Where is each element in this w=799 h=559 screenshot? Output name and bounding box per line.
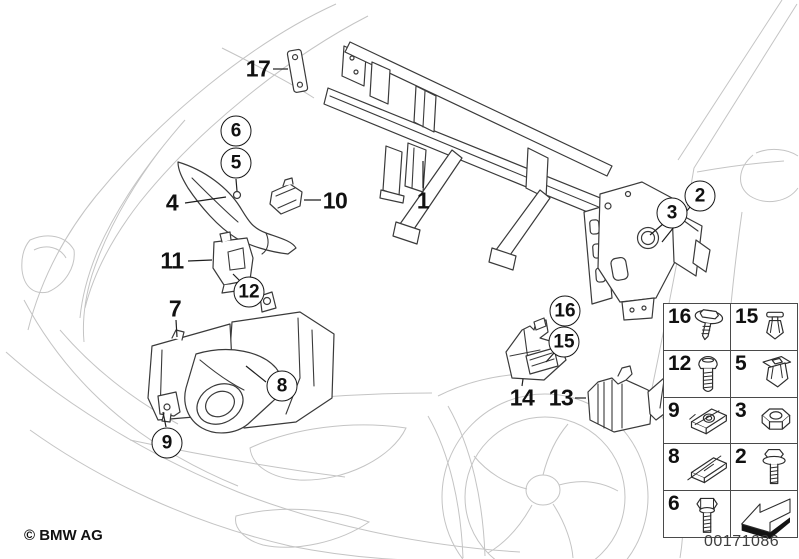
legend-part-number: 15 <box>735 305 759 328</box>
round-head-screw-icon <box>698 355 718 392</box>
expansion-rivet-large-icon <box>762 355 792 388</box>
legend-cell-2: 2 <box>731 444 798 492</box>
legend-cell-16: 16 <box>664 304 731 351</box>
legend-cell-12: 12 <box>664 350 731 398</box>
legend-cell-9: 9 <box>664 397 731 445</box>
hex-flange-bolt-icon <box>762 449 786 485</box>
callout-circle-8: 8 <box>266 370 298 402</box>
legend-part-number: 5 <box>735 351 747 375</box>
legend-part-number: 12 <box>668 351 692 375</box>
legend-cell-arrow <box>731 491 798 540</box>
callout-13: 13 <box>548 384 574 411</box>
expansion-rivet-icon <box>766 311 784 340</box>
callout-4: 4 <box>165 189 179 216</box>
callout-7: 7 <box>168 295 182 322</box>
callout-circle-15: 15 <box>548 326 580 358</box>
part-7-8-9-holder <box>147 291 335 434</box>
screw-with-washer-icon <box>694 309 724 341</box>
part-front-panel-carrier <box>323 41 711 321</box>
callout-10: 10 <box>322 187 348 214</box>
clamp-nut-icon <box>689 408 727 435</box>
callout-circle-2: 2 <box>684 180 716 212</box>
callout-1: 1 <box>416 187 430 214</box>
document-number: 00171086 <box>704 533 780 550</box>
part-4-bracket <box>177 161 297 255</box>
legend-cell-8: 8 <box>664 444 731 492</box>
legend-cell-5: 5 <box>731 350 798 398</box>
direction-arrow-icon <box>741 498 791 540</box>
legend-part-number: 6 <box>668 492 680 516</box>
part-11-bracket <box>212 231 254 294</box>
copyright-label: © BMW AG <box>24 527 103 544</box>
fastener-legend-table: 16 15 12 <box>663 303 798 540</box>
spring-clip-icon <box>687 455 727 484</box>
legend-part-number: 3 <box>735 398 747 422</box>
hex-nut-icon <box>761 408 791 431</box>
part-14-bracket <box>505 317 567 381</box>
legend-part-number: 9 <box>668 398 680 422</box>
callout-circle-6: 6 <box>220 115 252 147</box>
callout-14: 14 <box>509 384 535 411</box>
callout-circle-16: 16 <box>549 295 581 327</box>
part-10-clip <box>269 177 303 215</box>
legend-part-number: 2 <box>735 445 747 469</box>
legend-cell-3: 3 <box>731 397 798 445</box>
legend-cell-15: 15 <box>731 304 798 351</box>
legend-cell-6: 6 <box>664 491 731 538</box>
callout-circle-3: 3 <box>656 197 688 229</box>
callout-17: 17 <box>245 55 271 82</box>
callout-circle-9: 9 <box>151 427 183 459</box>
part-17-plate <box>286 48 309 93</box>
legend-part-number: 16 <box>668 305 692 328</box>
callout-circle-5: 5 <box>220 147 252 179</box>
callout-11: 11 <box>160 247 184 274</box>
legend-part-number: 8 <box>668 445 680 469</box>
callout-circle-12: 12 <box>233 276 265 308</box>
hex-bolt-icon <box>696 497 718 534</box>
